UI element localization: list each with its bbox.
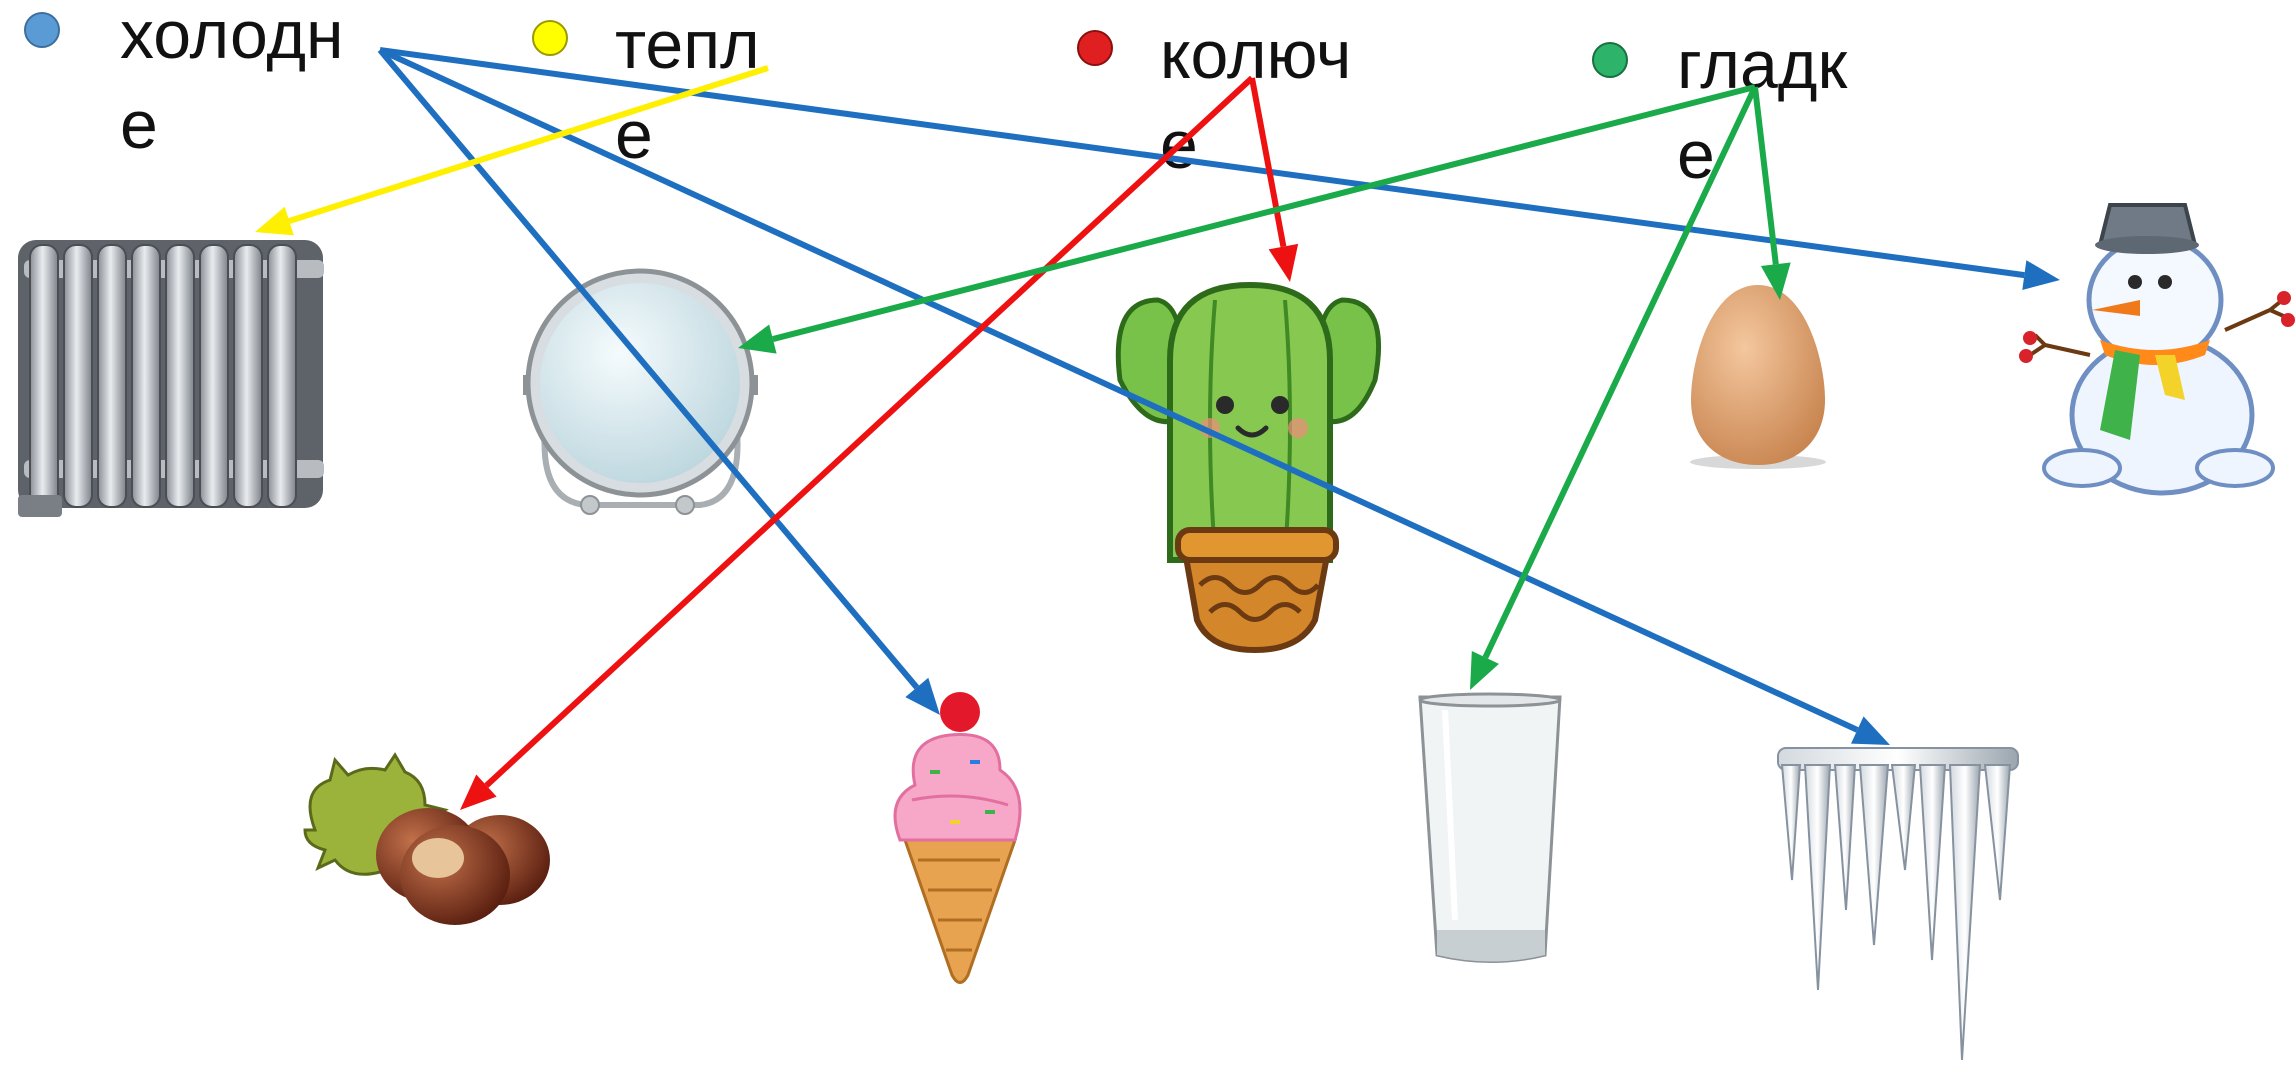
arrow-head <box>738 324 777 354</box>
category-prickly-line1: колюч <box>1160 17 1351 93</box>
arrow-line <box>1249 77 1287 248</box>
arrow-cold-to-snowman <box>379 47 2060 290</box>
arrow-head <box>1760 262 1791 300</box>
arrow-line <box>1482 85 1758 659</box>
smooth-bullet-icon <box>1592 42 1628 78</box>
arrow-line <box>378 47 1859 733</box>
arrow-smooth-to-egg <box>1752 86 1791 300</box>
arrow-prick-to-chestnut <box>460 75 1255 810</box>
arrow-line <box>1752 86 1779 265</box>
arrow-head <box>460 774 497 810</box>
egg-icon <box>1690 285 1826 469</box>
icicles-icon <box>1777 747 2019 1061</box>
arrows-layer <box>255 47 2060 810</box>
ice-cream-icon <box>893 692 1022 984</box>
category-cold-line2: е <box>120 87 158 163</box>
cactus-icon <box>1115 281 1381 654</box>
category-smooth-line1: гладк <box>1677 27 1848 103</box>
category-prickly: колюч е <box>1077 17 1351 183</box>
arrow-head <box>1268 243 1299 282</box>
arrow-line <box>377 48 920 690</box>
snowman-icon <box>2019 203 2295 496</box>
arrow-head <box>255 206 294 236</box>
arrow-head <box>1851 716 1890 745</box>
prickly-bullet-icon <box>1077 30 1113 66</box>
category-cold: холодн е <box>24 0 344 163</box>
cold-bullet-icon <box>24 12 60 48</box>
arrow-smooth-to-glass <box>1470 85 1758 690</box>
arrow-head <box>1470 651 1499 690</box>
warm-bullet-icon <box>532 20 568 56</box>
glass-icon <box>1418 692 1562 963</box>
arrow-line <box>288 65 769 224</box>
arrow-head <box>2022 260 2060 290</box>
arrow-head <box>905 677 940 715</box>
category-warm-line1: тепл <box>615 7 760 83</box>
arrow-warm-to-radiator <box>255 65 769 236</box>
arrow-cold-to-icicles <box>378 47 1890 745</box>
category-smooth: гладк е <box>1592 27 1848 193</box>
radiator-icon <box>18 240 324 517</box>
arrow-smooth-to-mirror <box>738 84 1756 354</box>
mirror-icon <box>523 268 758 515</box>
category-warm: тепл е <box>532 7 760 173</box>
arrow-prick-to-cactus <box>1249 77 1299 282</box>
arrow-line <box>379 47 2025 279</box>
category-cold-line1: холодн <box>120 0 344 73</box>
arrow-line <box>484 75 1255 788</box>
arrow-line <box>772 84 1756 342</box>
arrow-cold-to-ice-cream <box>377 48 940 715</box>
chestnut-icon <box>303 752 550 925</box>
